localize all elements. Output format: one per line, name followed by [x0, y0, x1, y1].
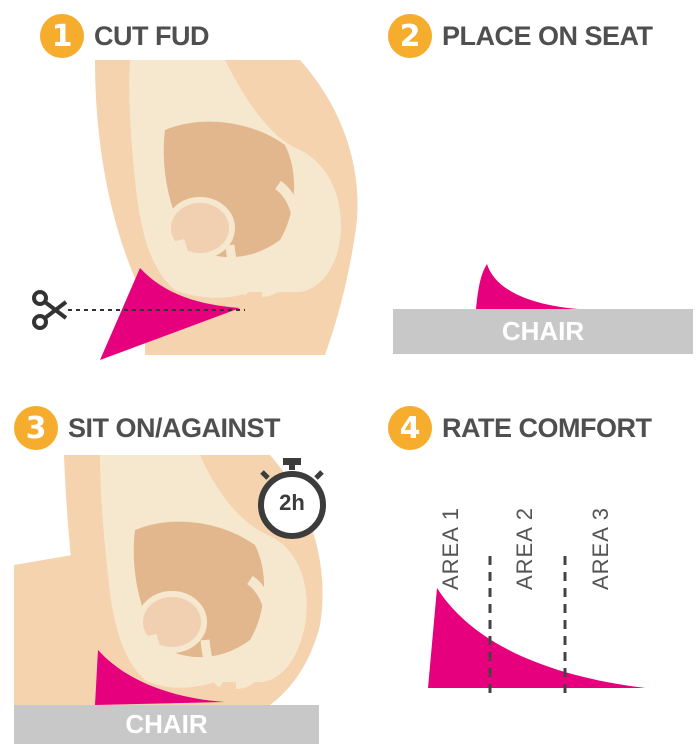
chair-bar-step-3: CHAIR [14, 705, 319, 744]
fud-on-seat [476, 264, 578, 309]
area-2-label: AREA 2 [512, 507, 538, 590]
area-3-label: AREA 3 [588, 507, 614, 590]
chair-label: CHAIR [125, 709, 207, 740]
anatomy-illustration-step-1 [68, 60, 358, 360]
scissors-icon [34, 292, 66, 328]
area-1-label: AREA 1 [438, 507, 464, 590]
chair-label: CHAIR [502, 316, 584, 347]
chair-bar-step-2: CHAIR [393, 309, 693, 354]
timer-label: 2h [270, 490, 314, 516]
